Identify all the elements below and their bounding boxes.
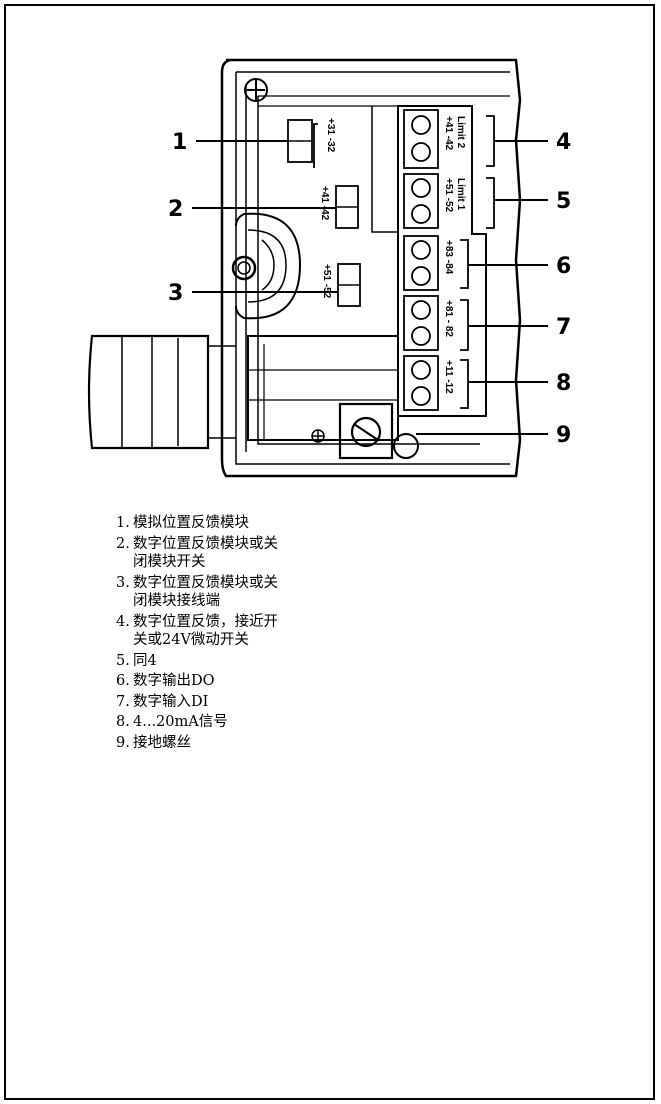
terminal-label-8: +11 -12 — [443, 360, 454, 394]
legend-list: 1.模拟位置反馈模块 2.数字位置反馈模块或关闭模块开关 3.数字位置反馈模块或… — [116, 514, 303, 754]
page-frame — [4, 4, 655, 1100]
terminal-label-1: +31 -32 — [325, 118, 336, 153]
legend-num: 9. — [116, 734, 130, 751]
legend-text: 模拟位置反馈模块 — [133, 515, 249, 531]
terminal-label-3: +51 -52 — [321, 264, 332, 299]
legend-num: 4. — [116, 613, 130, 630]
legend-num: 1. — [116, 515, 130, 531]
legend-text: 数字输出DO — [133, 673, 215, 689]
legend-item: 1.模拟位置反馈模块 — [116, 514, 303, 533]
callout-9: 9 — [556, 423, 571, 448]
legend-num: 8. — [116, 714, 130, 730]
legend-item: 4.数字位置反馈，接近开关或24V微动开关 — [116, 613, 303, 650]
legend-item: 5.同4 — [116, 652, 303, 671]
screw-terminals — [403, 109, 439, 411]
legend-text: 4...20mA信号 — [133, 714, 228, 730]
leader-lines — [192, 140, 548, 435]
legend-text: 同4 — [133, 652, 157, 669]
callout-8: 8 — [556, 371, 571, 396]
legend-text: 数字位置反馈模块或关闭模块接线端 — [133, 574, 278, 610]
terminal-label-2: +41 -42 — [319, 186, 330, 221]
callout-6: 6 — [556, 254, 571, 279]
legend-item: 3.数字位置反馈模块或关闭模块接线端 — [116, 574, 303, 611]
terminal-label-4: +41 -42 — [443, 116, 454, 151]
legend-item: 8.4...20mA信号 — [116, 713, 303, 732]
callout-3: 3 — [168, 281, 183, 306]
terminal-label-5: +51 -52 — [443, 178, 454, 213]
terminal-diagram: +31 -32 +41 -42 +51 -52 +41 -42 Limit 2 … — [87, 58, 571, 478]
legend-item: 6.数字输出DO — [116, 672, 303, 691]
legend-num: 3. — [116, 574, 130, 591]
callout-5: 5 — [556, 189, 571, 214]
legend-num: 7. — [116, 693, 130, 710]
terminal-label-5b: Limit 1 — [455, 178, 466, 211]
legend-text: 数字位置反馈模块或关闭模块开关 — [133, 535, 278, 571]
terminal-label-4b: Limit 2 — [455, 116, 466, 149]
callout-1: 1 — [172, 130, 187, 155]
callout-7: 7 — [556, 315, 571, 340]
legend-item: 2.数字位置反馈模块或关闭模块开关 — [116, 535, 303, 572]
legend-num: 6. — [116, 673, 130, 689]
terminal-label-6: +83 -84 — [443, 240, 454, 275]
terminal-label-7: +81 - 82 — [443, 300, 454, 337]
legend-text: 数字位置反馈，接近开关或24V微动开关 — [133, 613, 278, 649]
legend-num: 5. — [116, 652, 130, 669]
legend-item: 7.数字输入DI — [116, 693, 303, 712]
legend-item: 9.接地螺丝 — [116, 734, 303, 753]
callout-2: 2 — [168, 197, 183, 222]
callout-4: 4 — [556, 130, 571, 155]
legend-num: 2. — [116, 535, 130, 552]
legend-text: 接地螺丝 — [133, 734, 191, 751]
legend-text: 数字输入DI — [133, 693, 209, 710]
